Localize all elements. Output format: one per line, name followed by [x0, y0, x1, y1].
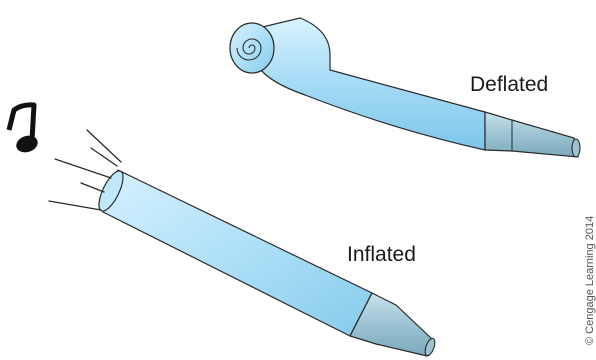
deflated-mouthpiece: [485, 112, 578, 157]
deflated-paper-tube: [250, 18, 485, 150]
curl: [230, 23, 274, 73]
music-note-icon: [9, 105, 40, 155]
inflated-label: Inflated: [347, 243, 416, 267]
copyright-credit: © Cengage Learning 2014: [584, 216, 596, 345]
deflated-label: Deflated: [470, 73, 548, 97]
inflated-paper-tube: [103, 170, 372, 336]
